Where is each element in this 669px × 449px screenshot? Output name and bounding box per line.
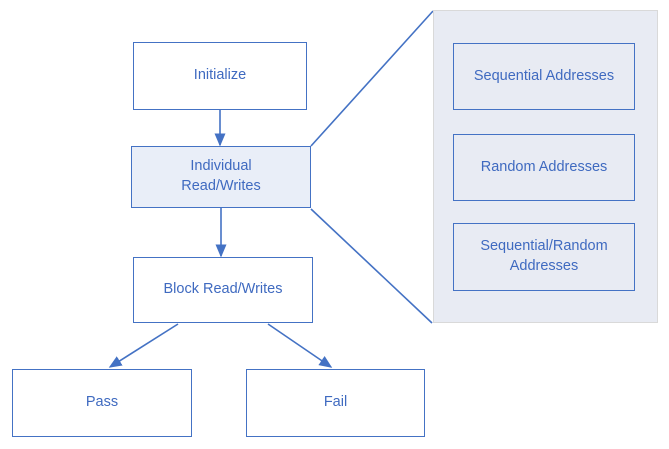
node-fail-label: Fail (323, 394, 348, 411)
panel-item-random-addresses-label: Random Addresses (480, 158, 608, 175)
callout-line-bottom (310, 208, 433, 324)
node-pass-label: Pass (85, 394, 119, 411)
node-fail: Fail (246, 369, 425, 437)
panel-item-sequential-addresses-label: Sequential Addresses (473, 67, 615, 84)
node-block-read-writes: Block Read/Writes (133, 257, 313, 323)
node-block-read-writes-label: Block Read/Writes (163, 281, 283, 298)
callout-line-top (310, 10, 434, 147)
arrow-block-to-fail (267, 323, 333, 368)
node-individual-read-writes-label: Individual Read/Writes (181, 158, 261, 194)
node-pass: Pass (12, 369, 192, 437)
detail-panel: Sequential Addresses Random Addresses Se… (433, 10, 658, 323)
node-individual-read-writes: Individual Read/Writes (131, 146, 311, 208)
node-initialize: Initialize (133, 42, 307, 110)
panel-item-sequential-addresses: Sequential Addresses (453, 43, 635, 110)
panel-item-sequential-random-addresses: Sequential/Random Addresses (453, 223, 635, 291)
panel-item-sequential-random-addresses-label: Sequential/Random Addresses (480, 238, 608, 274)
arrow-block-to-pass (108, 323, 179, 368)
panel-item-random-addresses: Random Addresses (453, 134, 635, 201)
node-initialize-label: Initialize (193, 67, 247, 84)
